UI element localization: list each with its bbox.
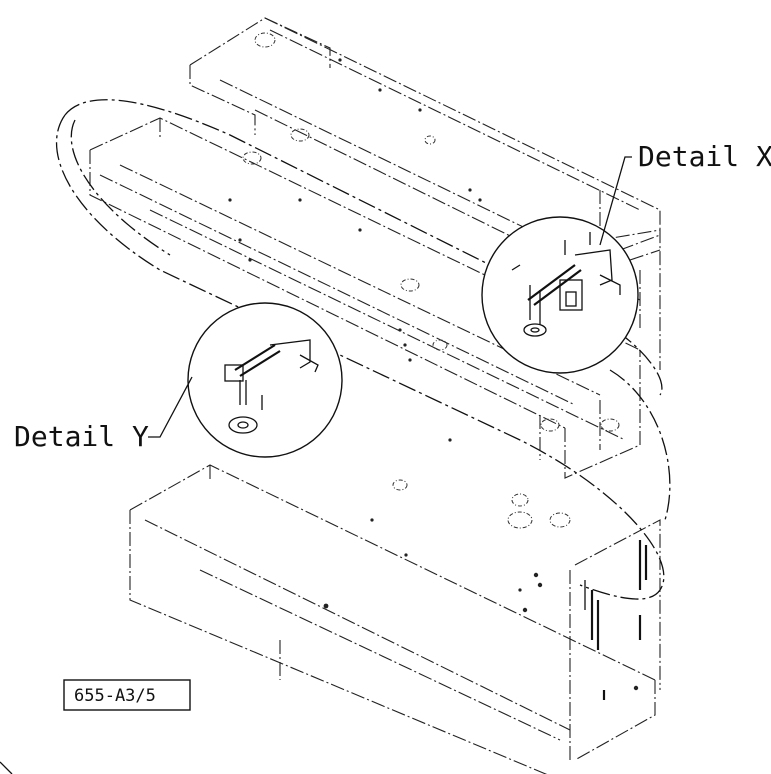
detail-y-leader xyxy=(148,376,193,438)
fastener-dots xyxy=(228,58,639,691)
reference-number: 655-A3/5 xyxy=(74,686,156,706)
belt-path-ellipse xyxy=(55,99,671,600)
detail-x-label: Detail X xyxy=(638,140,771,173)
right-side-plate xyxy=(599,190,661,370)
detail-y-circle xyxy=(187,302,343,458)
detail-x-circle xyxy=(481,216,639,374)
corner-mark xyxy=(0,761,13,774)
reference-box: 655-A3/5 xyxy=(63,679,191,711)
detail-x-leader xyxy=(599,156,632,246)
lower-base xyxy=(129,464,661,774)
detail-y-label: Detail Y xyxy=(14,420,149,453)
